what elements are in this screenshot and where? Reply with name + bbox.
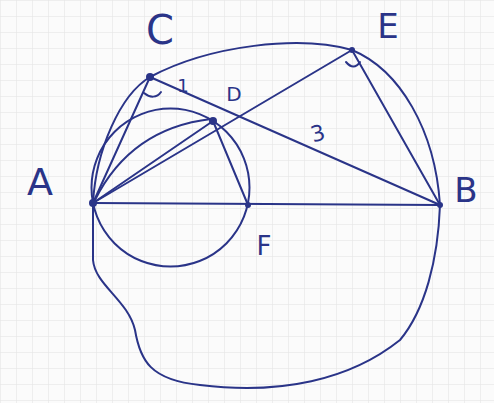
segment-cb <box>150 77 440 205</box>
point-c <box>146 73 154 81</box>
point-label: E <box>377 9 398 43</box>
point-f <box>245 202 251 208</box>
angle-mark-c <box>144 92 161 97</box>
point-label: D <box>226 84 241 104</box>
segment-ad <box>93 121 213 203</box>
point-d <box>209 117 217 125</box>
segment-ab <box>93 203 440 205</box>
small-circle <box>92 109 250 267</box>
point-e <box>349 47 355 53</box>
segment-ae <box>93 50 352 203</box>
point-label: C <box>146 10 174 50</box>
segment-eb <box>352 50 440 205</box>
point-label: F <box>257 233 272 259</box>
point-label: A <box>27 163 53 201</box>
segment-df <box>213 121 248 205</box>
point-label: 1 <box>177 77 188 95</box>
big-circle <box>93 43 440 388</box>
point-b <box>437 202 443 208</box>
point-a <box>89 199 97 207</box>
point-label: B <box>454 173 477 207</box>
arc-ad <box>95 119 211 200</box>
angle-mark-e <box>346 62 360 67</box>
